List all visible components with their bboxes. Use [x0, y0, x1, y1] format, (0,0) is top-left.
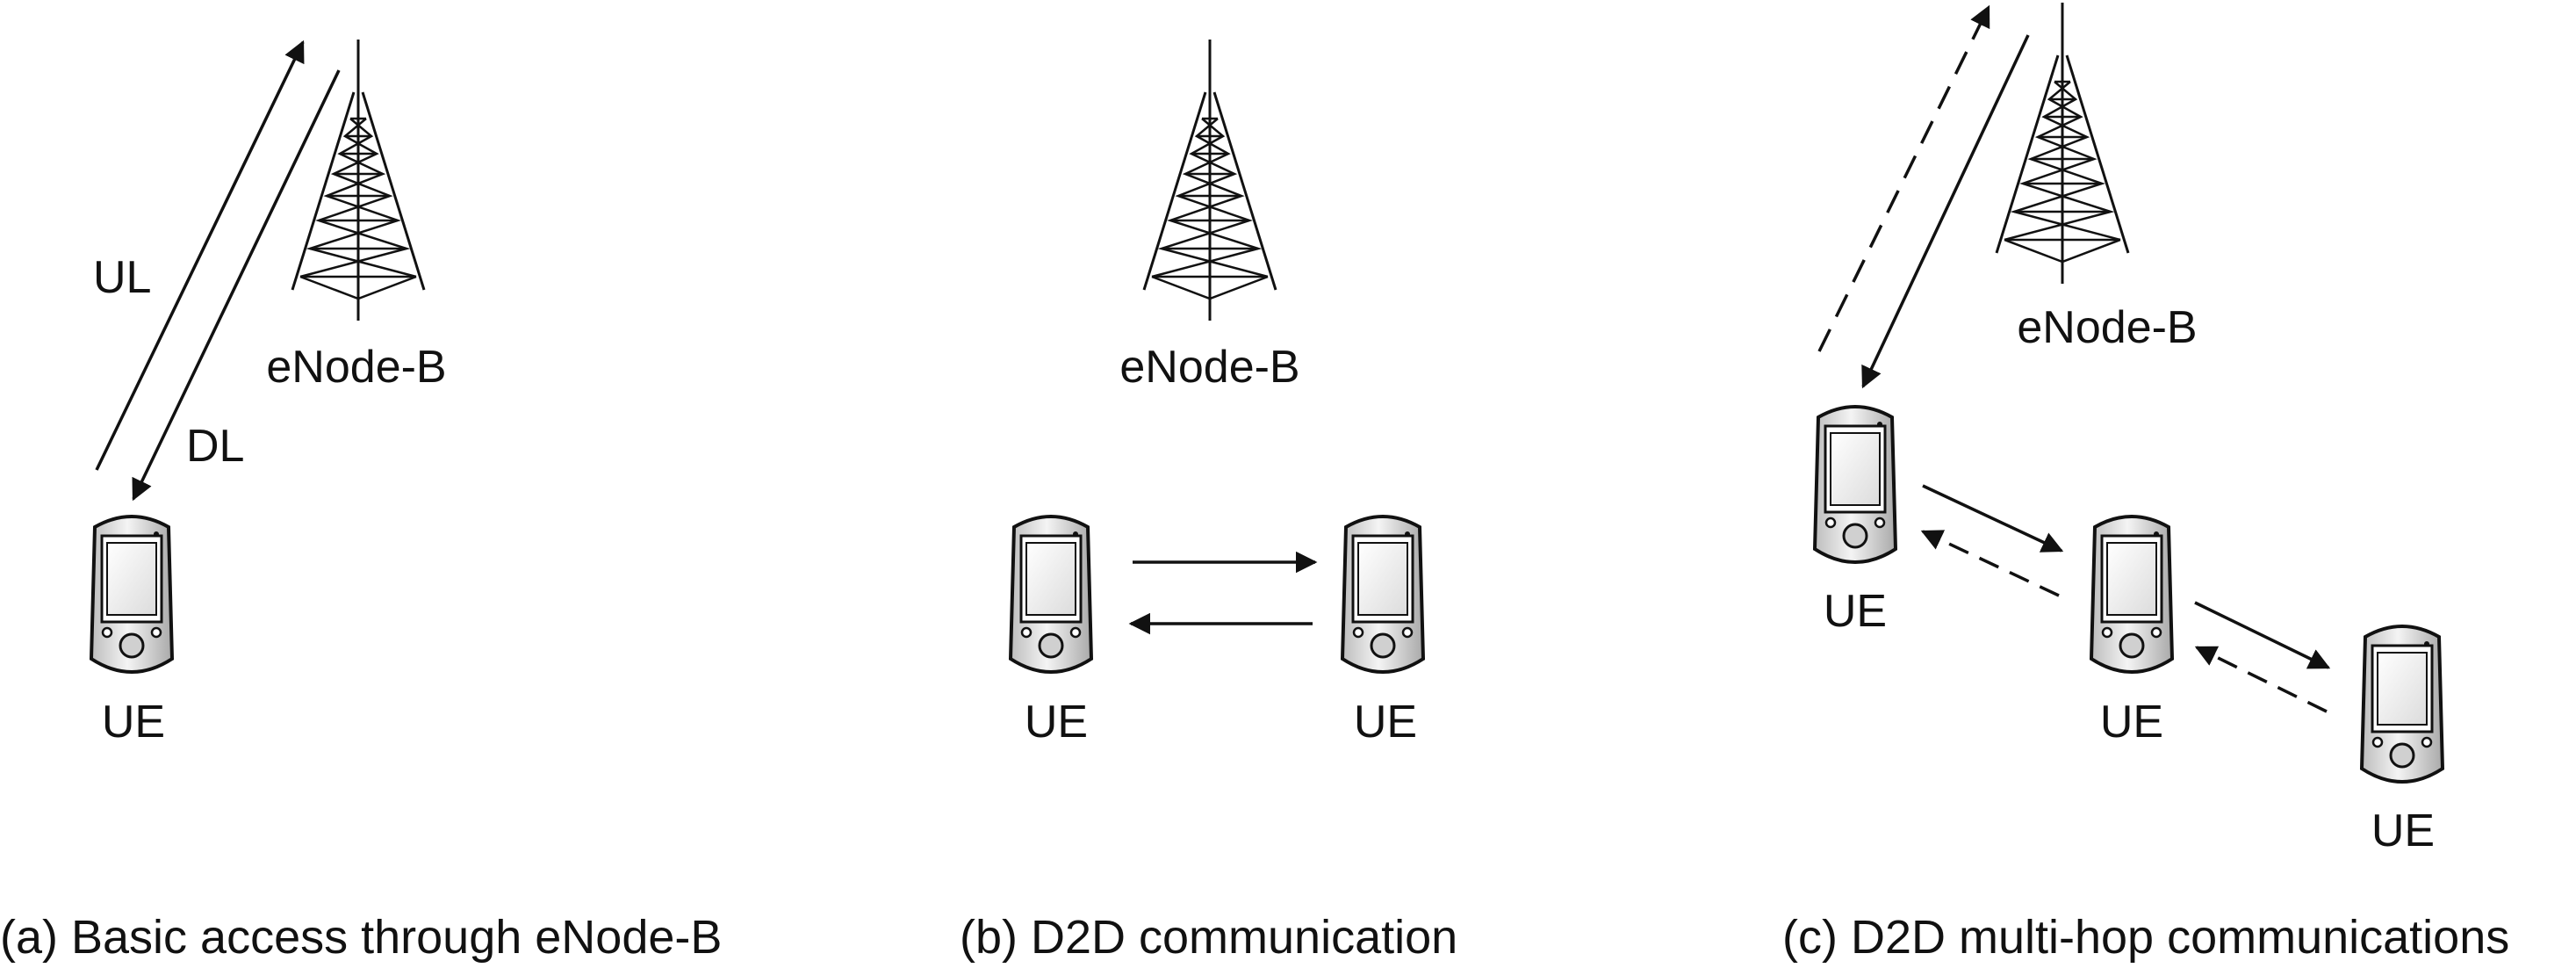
hop2-forward-arrow — [2194, 601, 2331, 669]
hop1-return-arrow — [1920, 530, 2060, 597]
tower-label: eNode-B — [1119, 342, 1300, 393]
tower-icon — [1142, 38, 1277, 322]
tower-label: eNode-B — [2017, 302, 2198, 353]
uplink-label: UL — [93, 252, 152, 303]
caption-c: (c) D2D multi-hop communications — [1782, 911, 2510, 964]
ue-label: UE — [1823, 586, 1888, 637]
caption-a: (a) Basic access through eNode-B — [0, 911, 723, 964]
ue-label: UE — [1024, 697, 1089, 748]
phone-icon — [90, 515, 174, 674]
phone-icon — [1009, 515, 1093, 674]
tower-icon — [1995, 1, 2130, 285]
downlink-arrow — [132, 69, 341, 502]
downlink-label: DL — [186, 421, 245, 472]
ue-label: UE — [2371, 805, 2436, 856]
hop1-forward-arrow — [1922, 484, 2064, 553]
phone-icon — [2360, 625, 2444, 784]
uplink-arrow — [95, 40, 305, 471]
ue-label: UE — [101, 697, 166, 748]
caption-b: (b) D2D communication — [960, 911, 1458, 964]
downlink-arrow — [1861, 34, 2030, 389]
tower-icon — [291, 38, 426, 322]
ue-label: UE — [2099, 697, 2164, 748]
dashed-uplink-arrow — [1817, 4, 1990, 352]
phone-icon — [1341, 515, 1425, 674]
tower-label: eNode-B — [266, 342, 447, 393]
hop2-return-arrow — [2194, 646, 2328, 713]
ue-label: UE — [1353, 697, 1418, 748]
phone-icon — [2090, 515, 2174, 674]
phone-icon — [1813, 405, 1897, 564]
